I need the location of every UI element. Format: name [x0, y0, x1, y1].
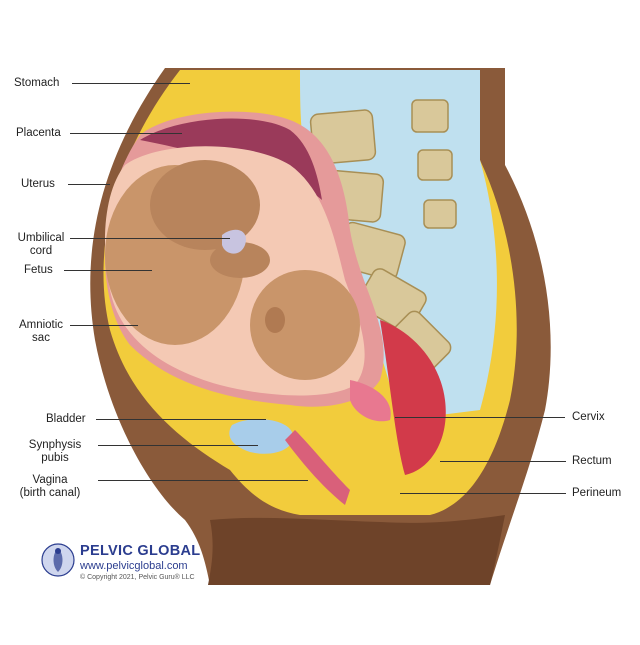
logo-brand-name: PELVIC GLOBAL — [80, 543, 200, 559]
label-bladder: Bladder — [46, 413, 86, 426]
label-placenta: Placenta — [16, 127, 61, 140]
fetus-ear — [265, 307, 285, 333]
leader-vagina — [98, 480, 308, 481]
leader-uterus — [68, 184, 110, 185]
label-perineum: Perineum — [572, 487, 621, 500]
pelvic-global-logo: PELVIC GLOBAL www.pelvicglobal.com © Cop… — [38, 540, 238, 590]
label-uterus: Uterus — [21, 178, 55, 191]
leader-amniotic-sac — [70, 325, 138, 326]
label-symphysis-line1: Synphysis — [14, 439, 96, 452]
label-umbilical-line1: Umbilical — [12, 232, 70, 245]
label-stomach: Stomach — [14, 77, 59, 90]
label-rectum: Rectum — [572, 455, 612, 468]
logo-copyright: © Copyright 2021, Pelvic Guru® LLC — [80, 574, 195, 581]
label-umbilical-cord: Umbilical cord — [12, 232, 70, 258]
globe-figure-icon — [38, 540, 78, 580]
label-vagina: Vagina (birth canal) — [10, 474, 90, 500]
legs — [208, 515, 505, 585]
label-amniotic-sac: Amniotic sac — [12, 319, 70, 345]
logo-url: www.pelvicglobal.com — [80, 560, 188, 572]
label-cervix: Cervix — [572, 411, 605, 424]
leader-cervix — [395, 417, 565, 418]
leader-fetus — [64, 270, 152, 271]
leader-perineum — [400, 493, 566, 494]
label-vagina-line1: Vagina — [10, 474, 90, 487]
leader-stomach — [72, 83, 190, 84]
label-symphysis-line2: pubis — [14, 452, 96, 465]
label-fetus: Fetus — [24, 264, 53, 277]
leader-bladder — [96, 419, 266, 420]
leader-placenta — [70, 133, 182, 134]
leader-symphysis-pubis — [98, 445, 258, 446]
leader-umbilical-cord — [70, 238, 230, 239]
label-amniotic-line2: sac — [12, 332, 70, 345]
label-amniotic-line1: Amniotic — [12, 319, 70, 332]
leader-rectum — [440, 461, 566, 462]
label-vagina-line2: (birth canal) — [10, 487, 90, 500]
label-symphysis-pubis: Synphysis pubis — [14, 439, 96, 465]
label-umbilical-line2: cord — [12, 245, 70, 258]
